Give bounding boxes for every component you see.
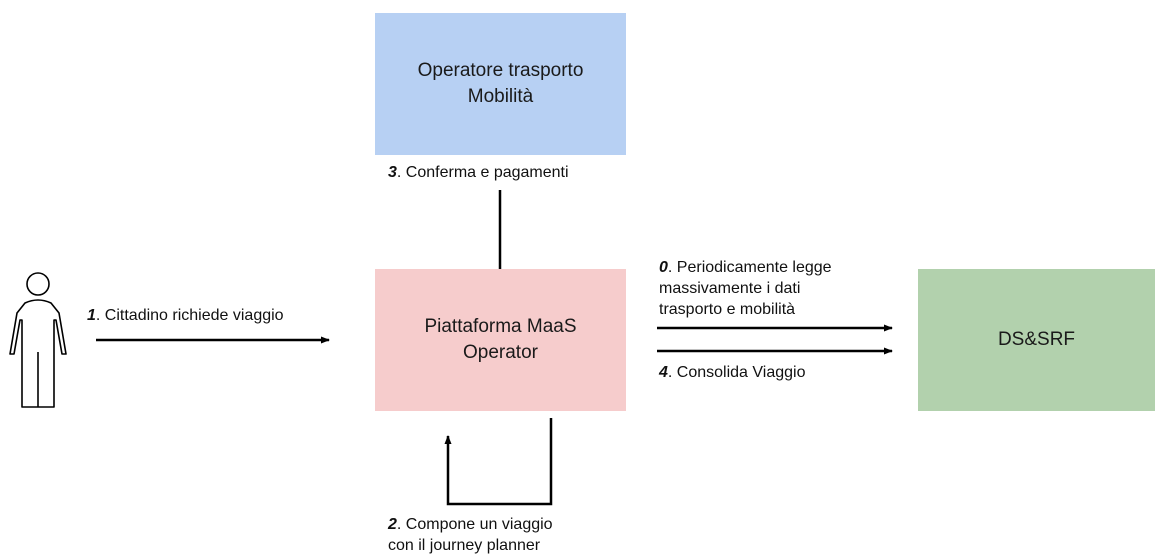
transport-operator-label: Operatore trasporto Mobilità bbox=[417, 60, 584, 107]
step1-number: 1 bbox=[87, 307, 96, 324]
step4-number: 4 bbox=[659, 364, 668, 381]
step3-number: 3 bbox=[388, 164, 397, 181]
step3-label: 3. Conferma e pagamenti bbox=[388, 163, 569, 184]
step1-label: 1. Cittadino richiede viaggio bbox=[87, 306, 284, 327]
step0-line2: massivamente i dati bbox=[659, 279, 801, 297]
person-icon bbox=[9, 272, 67, 408]
step0-label: 0. Periodicamente legge massivamente i d… bbox=[659, 258, 832, 320]
dssrf-label: DS&SRF bbox=[997, 329, 1076, 351]
step1-text: . Cittadino richiede viaggio bbox=[95, 307, 284, 324]
maas-platform-box: Piattaforma MaaS Operator bbox=[375, 269, 626, 411]
step4-text: . Consolida Viaggio bbox=[667, 364, 806, 381]
step2-line2: con il journey planner bbox=[388, 536, 541, 554]
dssrf-box: DS&SRF bbox=[918, 269, 1155, 411]
step4-label: 4. Consolida Viaggio bbox=[659, 363, 805, 384]
step0-text: . Periodicamente legge bbox=[667, 259, 832, 276]
transport-operator-box: Operatore trasporto Mobilità bbox=[375, 13, 626, 155]
step2-label: 2. Compone un viaggio con il journey pla… bbox=[388, 515, 553, 557]
step3-text: . Conferma e pagamenti bbox=[396, 164, 569, 181]
arrow-step2-loop bbox=[444, 418, 553, 506]
maas-platform-label: Piattaforma MaaS Operator bbox=[424, 316, 577, 363]
step2-text: . Compone un viaggio bbox=[396, 516, 553, 533]
step2-number: 2 bbox=[388, 516, 397, 533]
step0-number: 0 bbox=[659, 259, 668, 276]
step0-line3: trasporto e mobilità bbox=[659, 300, 796, 318]
